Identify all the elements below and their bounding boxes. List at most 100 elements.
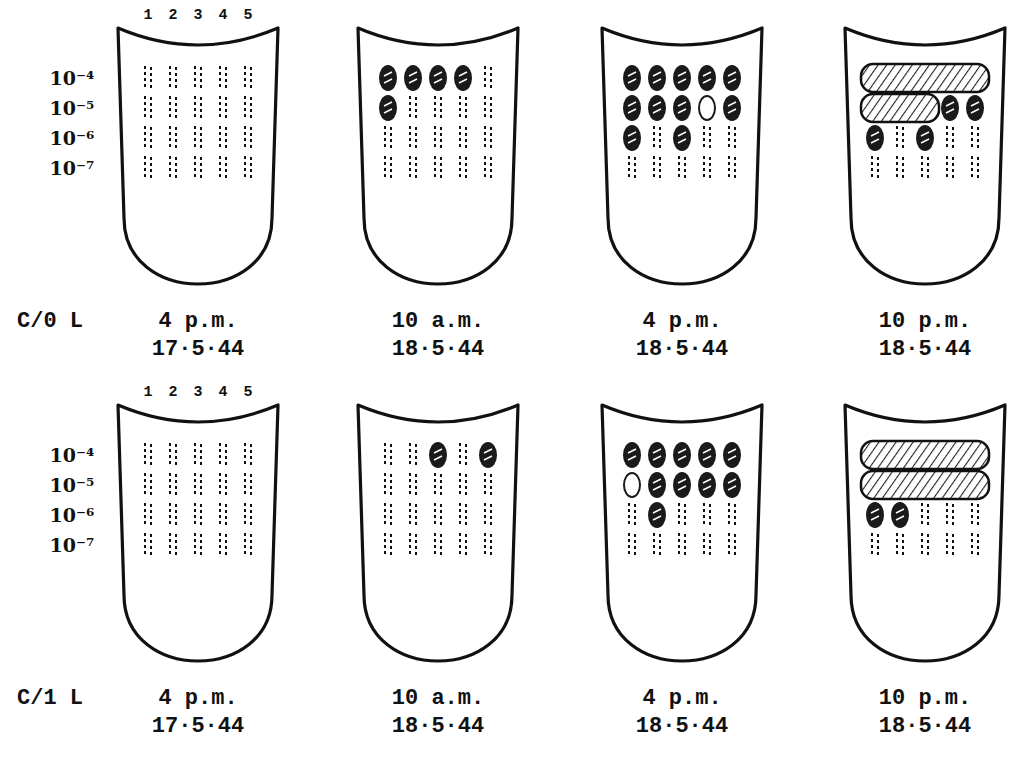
column-number: 4	[218, 385, 227, 400]
inoculum-streak	[415, 474, 417, 497]
time-label: 4 p.m.	[642, 688, 721, 710]
growth-hatch	[678, 79, 686, 83]
plate-outline	[602, 405, 762, 661]
growth-spot	[866, 125, 884, 151]
inoculum-streak	[490, 127, 492, 150]
inoculum-streak	[194, 156, 196, 180]
inoculum-streak	[709, 534, 711, 557]
inoculum-streak	[169, 66, 171, 90]
plate-outline	[602, 28, 762, 284]
inoculum-streak	[734, 504, 736, 527]
inoculum-streak	[144, 66, 146, 90]
inoculum-streak	[200, 67, 202, 90]
inoculum-streak	[219, 533, 221, 557]
inoculum-streak	[459, 443, 461, 467]
growth-spot	[866, 502, 884, 528]
inoculum-streak	[144, 473, 146, 497]
growth-spot	[673, 65, 691, 91]
inoculum-streak	[200, 504, 202, 527]
inoculum-streak	[952, 157, 954, 180]
inoculum-streak	[150, 67, 152, 90]
growth-hatch	[384, 72, 392, 76]
inoculum-streak	[200, 534, 202, 557]
inoculum-streak	[250, 67, 252, 90]
inoculum-streak	[244, 473, 246, 497]
inoculum-streak	[175, 127, 177, 150]
inoculum-streak	[194, 96, 196, 120]
plate-outline	[358, 28, 518, 284]
inoculum-streak	[200, 97, 202, 120]
confluent-growth	[861, 94, 939, 122]
growth-spot	[916, 125, 934, 151]
growth-hatch	[484, 449, 492, 453]
inoculum-streak	[409, 96, 411, 120]
inoculum-streak	[709, 157, 711, 180]
time-label: 10 a.m.	[392, 311, 484, 333]
inoculum-streak	[150, 474, 152, 497]
date-label: 18·5·44	[636, 716, 728, 738]
inoculum-streak	[952, 504, 954, 527]
inoculum-streak	[250, 157, 252, 180]
time-label: 10 p.m.	[879, 688, 971, 710]
growth-spot	[404, 65, 422, 91]
inoculum-streak	[415, 157, 417, 180]
growth-hatch	[678, 132, 686, 136]
growth-hatch	[728, 72, 736, 76]
growth-spot	[623, 442, 641, 468]
inoculum-streak	[653, 156, 655, 180]
inoculum-streak	[634, 504, 636, 527]
date-label: 18·5·44	[879, 716, 971, 738]
growth-hatch	[871, 516, 879, 520]
growth-hatch	[896, 509, 904, 513]
growth-spot	[673, 125, 691, 151]
inoculum-streak	[927, 504, 929, 527]
growth-hatch	[678, 456, 686, 460]
inoculum-streak	[225, 97, 227, 120]
inoculum-streak	[628, 503, 630, 527]
column-number: 3	[193, 385, 202, 400]
column-number: 5	[243, 8, 252, 23]
inoculum-streak	[484, 533, 486, 557]
growth-hatch	[459, 79, 467, 83]
inoculum-streak	[459, 126, 461, 150]
growth-spot	[673, 442, 691, 468]
inoculum-streak	[144, 96, 146, 120]
time-label: 4 p.m.	[158, 311, 237, 333]
growth-hatch	[653, 109, 661, 113]
growth-hatch	[434, 449, 442, 453]
inoculum-streak	[169, 533, 171, 557]
inoculum-streak	[384, 126, 386, 150]
inoculum-streak	[409, 533, 411, 557]
inoculum-streak	[244, 96, 246, 120]
growth-spot	[648, 502, 666, 528]
inoculum-streak	[484, 156, 486, 180]
inoculum-streak	[200, 474, 202, 497]
inoculum-streak	[384, 533, 386, 557]
inoculum-streak	[144, 503, 146, 527]
inoculum-streak	[194, 473, 196, 497]
growth-hatch	[871, 132, 879, 136]
inoculum-streak	[384, 443, 386, 467]
inoculum-streak	[877, 157, 879, 180]
inoculum-streak	[390, 474, 392, 497]
column-number: 4	[218, 8, 227, 23]
inoculum-streak	[927, 157, 929, 180]
growth-hatch	[921, 132, 929, 136]
inoculum-streak	[703, 126, 705, 150]
inoculum-streak	[175, 444, 177, 467]
inoculum-streak	[390, 157, 392, 180]
inoculum-streak	[921, 503, 923, 527]
inoculum-streak	[434, 503, 436, 527]
inoculum-streak	[175, 67, 177, 90]
inoculum-streak	[490, 534, 492, 557]
growth-spot	[698, 65, 716, 91]
inoculum-streak	[896, 126, 898, 150]
inoculum-streak	[244, 156, 246, 180]
inoculum-streak	[484, 503, 486, 527]
time-label: 10 p.m.	[879, 311, 971, 333]
confluent-growth	[861, 64, 989, 92]
inoculum-streak	[200, 127, 202, 150]
inoculum-streak	[927, 534, 929, 557]
date-label: 18·5·44	[392, 716, 484, 738]
